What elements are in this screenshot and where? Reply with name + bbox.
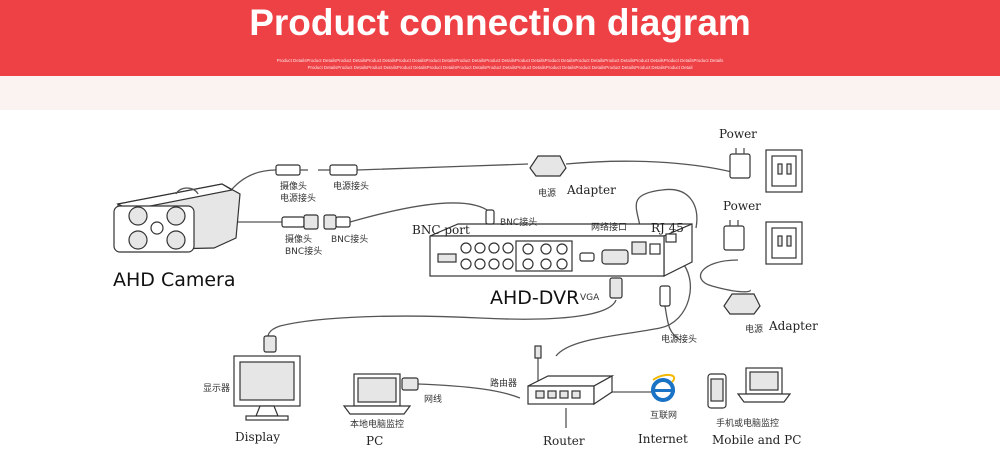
adapter-1-label: Adapter (566, 183, 616, 197)
dvr-power-label-cn: 电源接头 (661, 333, 697, 345)
banner-fine-text-line-1: Product DetailsProduct DetailsProduct De… (276, 58, 724, 63)
vga-label: VGA (580, 293, 600, 303)
camera-bnc-label-cn-a: 摄像头 (285, 233, 312, 245)
power-plug-2 (723, 220, 745, 251)
display-monitor (233, 355, 301, 421)
display-label: Display (235, 430, 280, 444)
wire-rj45-router (555, 259, 692, 357)
internet-label-cn: 互联网 (650, 410, 677, 421)
adapter-2-label: Adapter (768, 319, 818, 333)
router-label-cn: 路由器 (490, 377, 517, 389)
camera-power-plug (275, 164, 308, 176)
bnc-connector-label-cn: BNC接头 (331, 233, 368, 245)
wall-outlet-2 (765, 221, 803, 265)
bnc-port-label: BNC port (412, 223, 470, 237)
cable-label-cn: 网线 (424, 393, 442, 405)
dvr-label: AHD-DVR (490, 287, 579, 309)
power-adapter-1 (529, 155, 567, 177)
router (527, 345, 615, 406)
mobile-phone (707, 373, 727, 409)
dvr-bnc-label-cn: BNC接头 (500, 216, 537, 228)
network-port-label-cn: 网络接口 (591, 221, 627, 233)
camera-bnc-label-cn-b: BNC接头 (285, 245, 322, 257)
banner-fine-text-line-2: Product DetailsProduct DetailsProduct De… (307, 65, 693, 70)
pc-label-cn: 本地电脑监控 (350, 418, 404, 430)
internet-explorer-icon (651, 374, 675, 402)
wire-bnc-dvr (349, 202, 491, 223)
wires (227, 160, 751, 428)
internet-label: Internet (638, 432, 688, 446)
header-band (0, 76, 1000, 110)
vga-plug (263, 335, 277, 353)
power-connector (318, 164, 358, 176)
mobile-pc-label: Mobile and PC (712, 433, 801, 447)
vga-connector (609, 277, 623, 299)
network-cable-plug (401, 377, 419, 391)
power-plug-1 (729, 148, 751, 179)
ahd-dvr (429, 223, 693, 277)
dvr-bnc-plug (485, 209, 495, 225)
page-title: Product connection diagram (249, 2, 751, 43)
wire-pc-router (417, 383, 521, 399)
wire-adapter-wall-outlet (565, 160, 733, 173)
adapter-2-label-cn: 电源 (745, 323, 763, 335)
wire-vga-monitor (267, 299, 617, 343)
power-adapter-2 (723, 293, 761, 315)
dvr-power-plug (659, 285, 671, 307)
power-connector-label-cn: 电源接头 (333, 180, 369, 192)
wire-dvr-power (664, 305, 681, 341)
power-1-label: Power (719, 127, 757, 141)
wall-outlet-1 (765, 149, 803, 193)
rj45-label: RJ 45 (651, 221, 684, 235)
adapter-1-label-cn: 电源 (538, 187, 556, 199)
wire-plug-adapter (356, 163, 529, 171)
power-2-label: Power (723, 199, 761, 213)
wire-camera-power (227, 169, 277, 195)
bnc-connector (323, 214, 351, 230)
camera-label: AHD Camera (113, 269, 236, 291)
router-label: Router (543, 434, 585, 448)
remote-laptop (736, 367, 792, 403)
monitor-label-cn: 显示器 (203, 383, 230, 394)
header-banner: Product connection diagram Product Detai… (0, 0, 1000, 76)
dvr-bnc-ports (460, 240, 573, 272)
wire-wall-adapter-2 (700, 259, 751, 293)
camera-power-plug-label-cn: 电源接头 (280, 192, 316, 204)
pc-label: PC (366, 434, 383, 448)
connection-diagram: AHD Camera 摄像头 电源接头 电源接头 摄像头 BNC接头 BNC接头 (113, 127, 818, 448)
mobile-label-cn: 手机或电脑监控 (716, 417, 779, 429)
local-pc-laptop (342, 373, 412, 415)
camera-plug-label-cn: 摄像头 (280, 180, 307, 192)
ahd-camera (113, 183, 241, 253)
camera-bnc-plug (281, 214, 319, 230)
wire-dvr-rj45 (635, 188, 698, 229)
